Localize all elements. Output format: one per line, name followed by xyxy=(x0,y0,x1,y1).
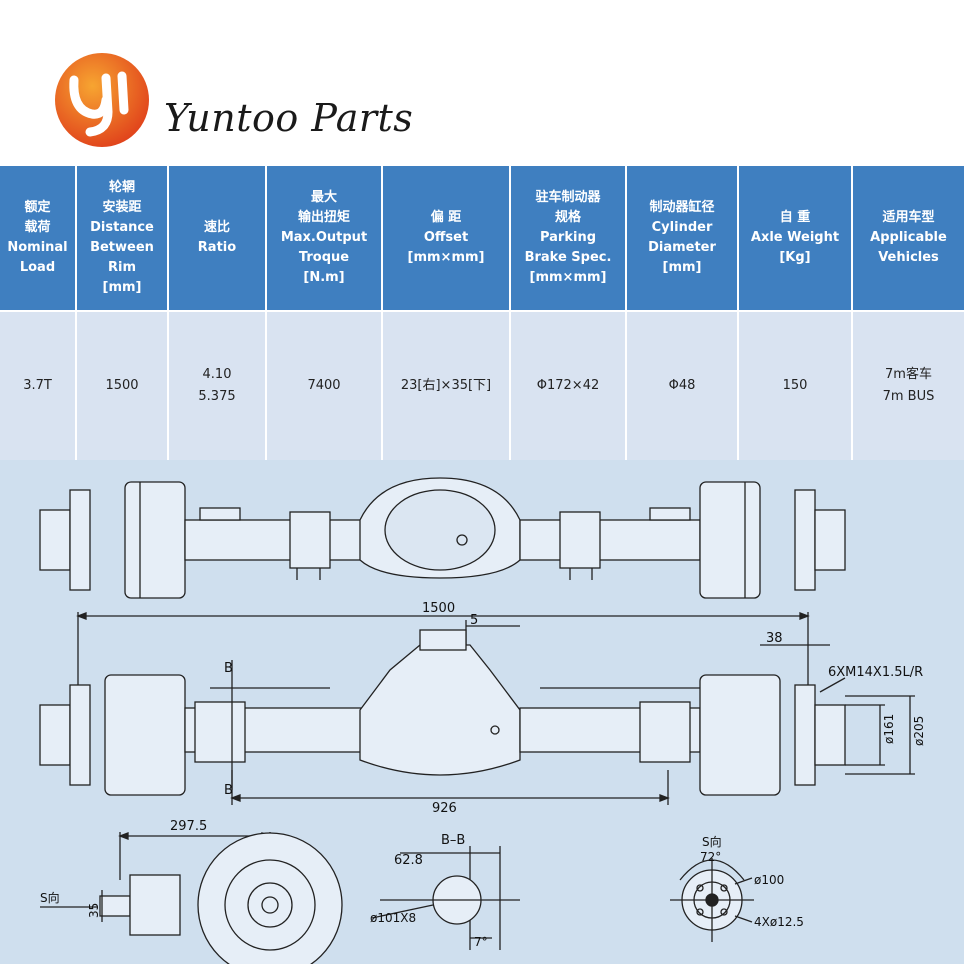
s-view-flange xyxy=(670,858,754,942)
dim-s-d100: ø100 xyxy=(754,873,784,887)
cell-ratio: 4.10 5.375 xyxy=(168,311,267,460)
axle-drawing-panel: 1500 5 38 6XM14X1.5L/R B B ø161 ø205 926… xyxy=(0,460,964,964)
cell-cylinder-diameter: Φ48 xyxy=(626,311,739,460)
cell-offset: 23[右]×35[下] xyxy=(382,311,511,460)
dim-bolt-spec: 6XM14X1.5L/R xyxy=(828,665,923,680)
dim-hub-297-5: 297.5 xyxy=(170,819,207,834)
section-b-b xyxy=(371,846,520,950)
s-view-marker: S向 xyxy=(40,890,60,905)
dim-spring-926: 926 xyxy=(432,801,457,816)
dim-height-35: 35 xyxy=(87,903,101,918)
header: Yuntoo Parts xyxy=(0,0,964,166)
dim-bb-angle: 7° xyxy=(474,935,488,949)
cell-nominal-load: 3.7T xyxy=(0,311,77,460)
brand-name: Yuntoo Parts xyxy=(164,96,414,140)
table-row: 3.7T 1500 4.10 5.375 7400 23[右]×35[下] Φ1… xyxy=(0,311,964,460)
dim-d205: ø205 xyxy=(912,716,926,746)
yuntoo-logo-icon xyxy=(55,53,149,147)
dim-d161: ø161 xyxy=(882,714,896,744)
cell-applicable-vehicles: 7m客车 7m BUS xyxy=(852,311,964,460)
dim-track-1500: 1500 xyxy=(422,601,455,616)
hub-side-view xyxy=(40,832,343,964)
dim-flange-38: 38 xyxy=(766,631,783,646)
section-mark-b-top: B xyxy=(224,661,233,676)
cell-parking-brake: Φ172×42 xyxy=(510,311,627,460)
s-view-title: S向 xyxy=(702,834,722,849)
dim-s-holes: 4Xø12.5 xyxy=(754,915,804,929)
cell-axle-weight: 150 xyxy=(738,311,853,460)
section-mark-b-bottom: B xyxy=(224,783,233,798)
cell-max-output-torque: 7400 xyxy=(266,311,383,460)
front-view-axle xyxy=(39,612,915,805)
axle-technical-drawing: 1500 5 38 6XM14X1.5L/R B B ø161 ø205 926… xyxy=(39,477,926,964)
cell-distance-between-rim: 1500 xyxy=(76,311,169,460)
dim-bb-62-8: 62.8 xyxy=(394,853,423,868)
dim-bb-hole: ø101X8 xyxy=(370,911,416,925)
top-view-axle xyxy=(39,477,846,599)
dim-s-angle: 72° xyxy=(700,850,721,864)
section-b-b-title: B–B xyxy=(441,833,465,848)
dim-offset-5: 5 xyxy=(470,613,478,628)
